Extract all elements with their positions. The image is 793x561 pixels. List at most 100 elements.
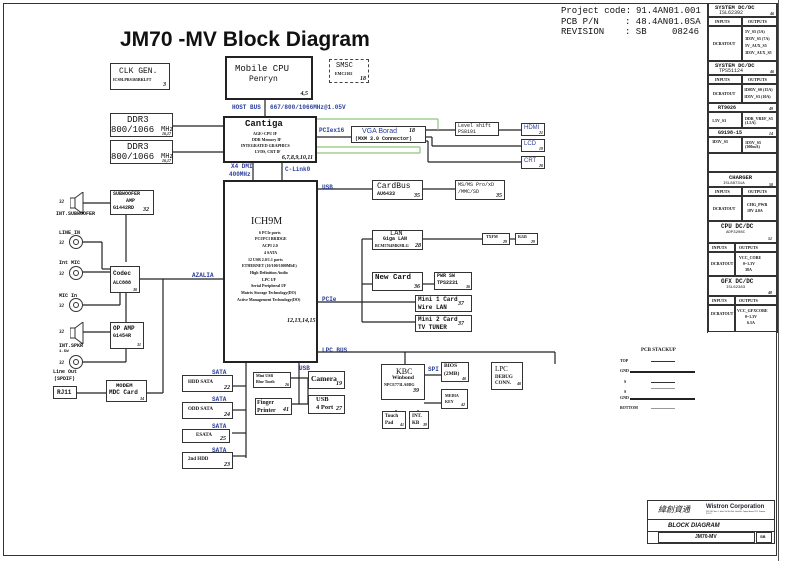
power-title: SYSTEM DC/DC bbox=[715, 62, 755, 69]
int-kb-block[interactable]: INT. KB 39 bbox=[409, 411, 429, 429]
media-key-block[interactable]: MEDIA KEY 42 bbox=[441, 389, 468, 409]
mini2-card-block[interactable]: Mini 2 Card TV TUNER 37 bbox=[415, 315, 472, 332]
power-title: GFX DC/DC bbox=[721, 278, 754, 285]
cpu-block[interactable]: Mobile CPU Penryn 4,5 bbox=[225, 56, 313, 100]
rev-cell: SB bbox=[756, 532, 772, 543]
2nd-hdd-block[interactable]: 2nd HDD 23 bbox=[182, 452, 233, 469]
ddr3-unit-2: MHz bbox=[161, 153, 174, 161]
power-section-title: CHARGER ISL88731A 50 bbox=[708, 172, 777, 187]
op-amp-block[interactable]: OP AMP G1454R 31 bbox=[110, 322, 144, 349]
usb-4port-block[interactable]: USB 4 Port 27 bbox=[308, 395, 345, 414]
power-input: DCBATOUT bbox=[713, 91, 736, 96]
sata-label-2: SATA bbox=[212, 396, 227, 403]
ich9m-feature: Serial Peripheral I/F bbox=[251, 283, 287, 288]
power-outputs-header: OUTPUTS bbox=[742, 17, 777, 26]
camera-label: Camera bbox=[311, 374, 337, 383]
power-output: 0~1.3V bbox=[743, 261, 755, 266]
lpc-debug-sub: DEBUG bbox=[495, 375, 513, 380]
power-outputs-cell: 1D5V_S5 (300mA) bbox=[742, 137, 777, 153]
rj45-block[interactable]: RJ45 29 bbox=[515, 233, 538, 245]
rj11-block[interactable]: RJ11 bbox=[53, 386, 77, 399]
int-mic-page: 32 bbox=[59, 272, 64, 277]
mini-usb-bt-block[interactable]: Mini USB Blue Tooth 26 bbox=[253, 372, 291, 388]
odd-sata-block[interactable]: ODD SATA 24 bbox=[182, 402, 233, 419]
power-outputs-cell: VCC_CORE 0~1.3V 38A bbox=[735, 252, 777, 276]
lpc-debug-block[interactable]: LPC DEBUG CONN. 40 bbox=[491, 362, 523, 390]
power-title: CHARGER bbox=[729, 174, 753, 181]
lcd-page: 19 bbox=[539, 146, 543, 151]
ddr3-block-2[interactable]: DDR3 800/1066 MHz 16,17 bbox=[110, 140, 174, 164]
line-in-label: LINE_IN bbox=[59, 230, 81, 236]
smsc-block[interactable]: SMSC EMC2102 18 bbox=[329, 59, 369, 83]
mini2-sub: TV TUNER bbox=[418, 324, 447, 331]
cardbus-block[interactable]: CardBus AU6433 35 bbox=[372, 180, 423, 200]
revision-label: REVISION bbox=[561, 27, 605, 37]
mini1-card-block[interactable]: Mini 1 Card Wire LAN 37 bbox=[415, 295, 472, 312]
hdmi-block[interactable]: HDMI 21 bbox=[521, 123, 545, 136]
lan-block[interactable]: LAN Giga LAN BCM5764MKMLG 28 bbox=[372, 230, 423, 250]
card-reader-block[interactable]: MS/MS Pro/xD /MMC/SD 35 bbox=[455, 180, 505, 200]
esata-block[interactable]: ESATA 25 bbox=[182, 429, 230, 443]
bios-label: BIOS bbox=[444, 363, 458, 369]
vga-board-page: 18 bbox=[409, 128, 415, 134]
camera-block[interactable]: Camera 19 bbox=[308, 371, 345, 389]
usb-4port-label: USB bbox=[316, 396, 329, 403]
line-in-page: 32 bbox=[59, 241, 64, 246]
modem-block[interactable]: MODEM MDC Card 34 bbox=[106, 380, 147, 402]
clink-label: C-Link0 bbox=[285, 166, 311, 173]
codec-block[interactable]: Codec ALC888 30 bbox=[110, 266, 140, 293]
subwoofer-amp-block[interactable]: SUBWOOFER AMP G1442RD 32 bbox=[110, 190, 154, 215]
power-page: 50 bbox=[769, 182, 773, 187]
ddr3-block-1[interactable]: DDR3 800/1066 MHz 16,17 bbox=[110, 113, 174, 137]
rj11-label: RJ11 bbox=[57, 389, 72, 396]
lcd-block[interactable]: LCD 19 bbox=[521, 139, 545, 152]
mini2-page: 37 bbox=[458, 321, 464, 327]
card-reader-page: 35 bbox=[496, 193, 502, 199]
cantiga-feature: INTEGRATED GRAPHICS bbox=[241, 143, 290, 148]
txfm-block[interactable]: TXFM 29 bbox=[482, 233, 510, 245]
hdd-sata-block[interactable]: HDD SATA 22 bbox=[182, 375, 233, 392]
lan-page: 28 bbox=[415, 243, 421, 249]
pcb-pn-value: : 48.4AN01.0SA bbox=[625, 17, 701, 27]
vga-board-block[interactable]: VGA Borad (MXM 3.0 Connector) 18 bbox=[351, 126, 426, 143]
clk-gen-page: 3 bbox=[163, 82, 166, 88]
revision-value: : SB bbox=[625, 27, 647, 37]
bios-block[interactable]: BIOS (2MB) 40 bbox=[441, 362, 469, 382]
kbc-part: NPCE773LA0DG bbox=[384, 382, 415, 387]
pwr-sw-block[interactable]: PWR SW TPS2231 36 bbox=[434, 272, 472, 290]
vga-board-sub: (MXM 3.0 Connector) bbox=[355, 136, 413, 142]
int-kb-label: INT. bbox=[412, 414, 422, 419]
power-output: 1D5V_S5 (300mA) bbox=[745, 140, 762, 149]
kbc-block[interactable]: KBC Winbond NPCE773LA0DG 39 bbox=[381, 364, 425, 400]
sata-label-4: SATA bbox=[212, 447, 227, 454]
level-shift-block[interactable]: Level shift PS8101 bbox=[455, 122, 499, 136]
host-bus-speed: 667/800/1066MHz@1.05V bbox=[270, 104, 346, 111]
inputs-header: INPUTS bbox=[712, 298, 727, 303]
finger-printer-block[interactable]: Finger Printer 41 bbox=[255, 398, 292, 415]
subwoofer-amp-part: G1442RD bbox=[113, 205, 135, 211]
power-output: 0~1.3V bbox=[745, 314, 757, 319]
stackup-layer: S bbox=[624, 379, 627, 384]
clk-gen-block[interactable]: CLK GEN. ICS9LPRS365BKLFT 3 bbox=[110, 63, 170, 90]
mic-in-jack-icon bbox=[69, 298, 83, 312]
crt-block[interactable]: CRT 20 bbox=[521, 156, 545, 169]
media-key-label: MEDIA bbox=[445, 393, 459, 398]
spi-bus-label: SPI bbox=[428, 366, 439, 373]
power-outputs-cell: 5V_S5 (5A) 3D3V_S5 (7A) 5V_AUX_S5 3D3V_A… bbox=[742, 26, 777, 61]
power-output: VCC_GFXCORE bbox=[737, 308, 768, 313]
line-in-jack-icon bbox=[69, 235, 83, 249]
doc-number: JM70-MV bbox=[695, 534, 717, 540]
ich9m-block[interactable]: ICH9M 6 PCIe ports PCI/PCI BRIDGE ACPI 2… bbox=[223, 180, 318, 363]
touchpad-block[interactable]: Touch Pad 41 bbox=[382, 411, 406, 429]
ich9m-feature: ETHERNET (10/100/1000MbE) bbox=[242, 263, 297, 268]
inputs-header: INPUTS bbox=[715, 77, 730, 82]
outputs-header: OUTPUTS bbox=[748, 77, 767, 82]
line-out-label: Line Out bbox=[53, 369, 78, 375]
title-block: 緯創資通 Wistron Corporation 21F, 88, Sec.1,… bbox=[647, 500, 775, 544]
new-card-block[interactable]: New Card 36 bbox=[372, 272, 423, 291]
2nd-hdd-label: 2nd HDD bbox=[188, 457, 209, 462]
doc-number-cell: JM70-MV bbox=[658, 532, 755, 543]
line-out-jack-icon bbox=[69, 355, 83, 369]
cantiga-block[interactable]: Cantiga AGE+CPU IF DDR Memory IF INTEGRA… bbox=[223, 116, 317, 163]
